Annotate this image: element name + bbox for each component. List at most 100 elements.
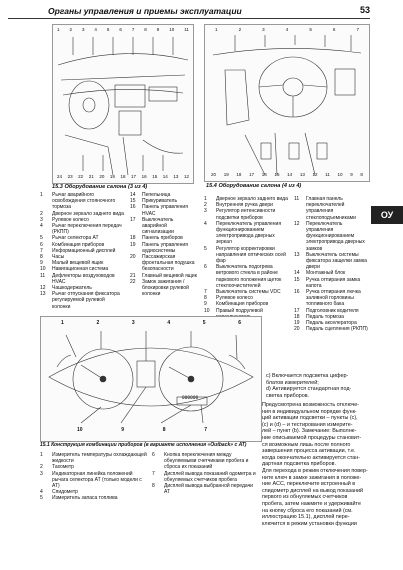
callout: 12 <box>183 174 189 179</box>
callout: 7 <box>356 27 359 32</box>
callout: 2 <box>69 27 72 32</box>
figure-15-1: 000000 1 2 3 4 5 6 10 9 8 7 <box>40 316 262 442</box>
callout: 19 <box>109 174 115 179</box>
callout: 3 <box>131 320 135 326</box>
callout: 2 <box>238 27 242 32</box>
callout: 18 <box>236 172 242 177</box>
callout: 3 <box>81 27 85 32</box>
figure-15-4: 1 2 3 4 5 6 7 20 19 18 17 16 15 14 13 12… <box>204 24 370 182</box>
callout: 14 <box>287 172 293 177</box>
callout: 10 <box>77 427 83 433</box>
callout: 17 <box>249 172 255 177</box>
instrument-cluster-drawing <box>48 331 254 424</box>
callout: 8 <box>162 427 166 433</box>
callout: 10 <box>169 27 175 32</box>
page-number: 53 <box>359 5 370 15</box>
page-header: Органы управления и приемы эксплуатации … <box>8 5 370 19</box>
callout: 8 <box>360 172 363 177</box>
callout: 11 <box>184 27 189 32</box>
callout: 12 <box>312 172 318 177</box>
callout: 15 <box>274 172 280 177</box>
body-text-a: c) Включается подсветка цифер- блатов из… <box>266 373 352 399</box>
callout: 6 <box>332 27 336 32</box>
callout: 19 <box>223 172 229 177</box>
callout: 14 <box>162 174 168 179</box>
callout: 23 <box>67 174 73 179</box>
callout: 20 <box>99 174 105 179</box>
callout: 3 <box>262 27 265 32</box>
callout: 5 <box>106 27 110 32</box>
figure-15-3: 1 2 3 4 5 6 7 8 9 10 11 24 23 22 21 20 1… <box>52 24 194 184</box>
odometer-display: 000000 <box>182 396 199 401</box>
callout: 16 <box>141 174 147 179</box>
figure-15-4-caption: 15.4 Оборудование салона (4 из 4) <box>206 183 302 189</box>
callout: 11 <box>325 172 330 177</box>
callout: 10 <box>337 172 343 177</box>
callout: 16 <box>261 172 267 177</box>
callout: 2 <box>96 320 100 326</box>
callout: 1 <box>215 27 218 32</box>
figure-15-1-caption: 15.1 Конструкция комбинации приборов (в … <box>40 442 247 448</box>
figure-15-3-caption: 15.3 Оборудование салона (3 из 4) <box>52 184 148 190</box>
callout: 1 <box>57 27 60 32</box>
callout: 6 <box>238 320 241 326</box>
callout: 7 <box>204 427 207 433</box>
callout: 4 <box>285 27 289 32</box>
callout: 7 <box>131 27 135 32</box>
callout: 22 <box>78 174 84 179</box>
callout: 1 <box>61 320 64 326</box>
callout: 13 <box>299 172 305 177</box>
callout: 9 <box>350 172 353 177</box>
section-tab: ОУ <box>371 206 403 224</box>
callout: 4 <box>167 320 171 326</box>
